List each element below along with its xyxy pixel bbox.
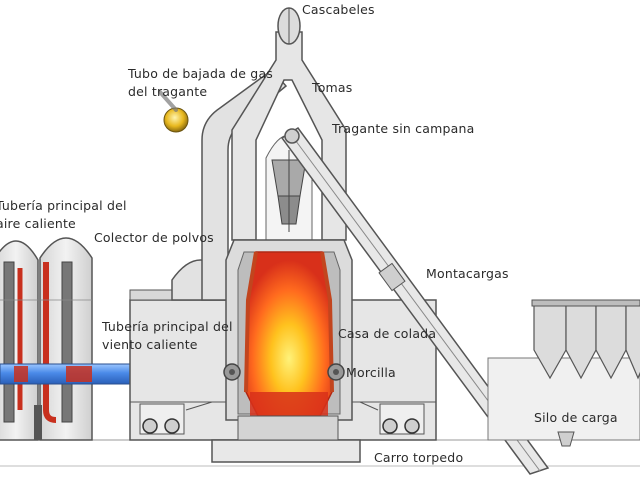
- label-tomas: Tomas: [312, 80, 353, 95]
- label-colector: Colector de polvos: [94, 230, 214, 245]
- downcomer-pipe: [201, 68, 288, 301]
- label-montacargas: Montacargas: [426, 266, 509, 281]
- label-morcilla: Morcilla: [346, 365, 396, 380]
- label-tuberia-viento-line1: Tubería principal del: [102, 319, 233, 334]
- label-tubo-bajada-line1: Tubo de bajada de gas: [128, 66, 274, 81]
- hot-stoves: [0, 237, 93, 441]
- label-tuberia-viento-line2: viento caliente: [102, 337, 198, 352]
- molten-core: [244, 251, 334, 417]
- furnace-base: [211, 415, 361, 463]
- label-tuberia-caliente-line1: Tubería principal del: [0, 198, 127, 213]
- label-silo: Silo de carga: [534, 410, 618, 425]
- label-tuberia-caliente-line2: aire caliente: [0, 216, 76, 231]
- storage-silos: [487, 299, 640, 447]
- label-tragante: Tragante sin campana: [332, 121, 475, 136]
- label-carro: Carro torpedo: [374, 450, 464, 465]
- label-casa-colada: Casa de colada: [338, 326, 437, 341]
- gas-valve-icon: [158, 90, 189, 133]
- furnace-top: [231, 7, 347, 241]
- label-tubo-bajada-line2: del tragante: [128, 84, 208, 99]
- tuyeres: [223, 363, 345, 381]
- torpedo-cars: [139, 401, 425, 435]
- label-cascabeles: Cascabeles: [302, 2, 375, 17]
